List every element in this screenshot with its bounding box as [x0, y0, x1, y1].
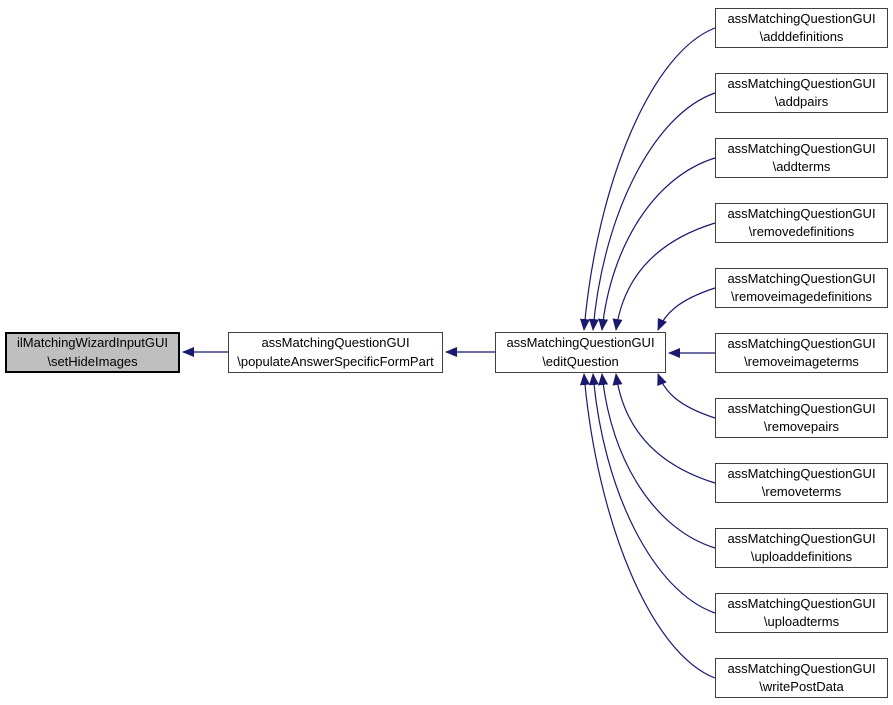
node-method-label: \removeterms	[761, 484, 842, 499]
edge-removeterms	[612, 373, 716, 484]
edge-writepostdata	[579, 373, 716, 679]
node-method-label: \writePostData	[759, 679, 844, 694]
node-class-label: assMatchingQuestionGUI	[261, 335, 410, 351]
node-uploaddefinitions[interactable]: assMatchingQuestionGUI \uploaddefinition…	[715, 528, 888, 568]
node-method-label: \uploadterms	[763, 614, 840, 629]
node-adddefinitions[interactable]: assMatchingQuestionGUI \adddefinitions	[715, 8, 888, 48]
node-class-label: assMatchingQuestionGUI	[727, 270, 876, 286]
edge-removepairs	[657, 373, 716, 419]
node-class-label: assMatchingQuestionGUI	[727, 660, 876, 676]
node-removeimagedefinitions[interactable]: assMatchingQuestionGUI \removeimagedefin…	[715, 268, 888, 308]
node-uploadterms[interactable]: assMatchingQuestionGUI \uploadterms	[715, 593, 888, 633]
node-populateanswerspecificformpart[interactable]: assMatchingQuestionGUI \populateAnswerSp…	[228, 332, 443, 373]
node-method-label: \setHideImages	[47, 353, 138, 369]
node-class-label: assMatchingQuestionGUI	[727, 10, 876, 26]
node-editquestion[interactable]: assMatchingQuestionGUI \editQuestion	[495, 332, 666, 373]
edge-removeimagedefinitions	[657, 287, 716, 331]
edge-uploaddefinitions	[598, 373, 716, 549]
node-method-label: \addterms	[772, 159, 831, 174]
node-method-label: \populateAnswerSpecificFormPart	[237, 353, 434, 369]
node-addterms[interactable]: assMatchingQuestionGUI \addterms	[715, 138, 888, 178]
node-removeterms[interactable]: assMatchingQuestionGUI \removeterms	[715, 463, 888, 503]
node-sethideimages: ilMatchingWizardInputGUI \setHideImages	[5, 332, 180, 373]
node-addpairs[interactable]: assMatchingQuestionGUI \addpairs	[715, 73, 888, 113]
node-method-label: \editQuestion	[542, 353, 619, 369]
node-class-label: assMatchingQuestionGUI	[727, 530, 876, 546]
node-removedefinitions[interactable]: assMatchingQuestionGUI \removedefinition…	[715, 203, 888, 243]
node-class-label: assMatchingQuestionGUI	[506, 335, 655, 351]
node-writepostdata[interactable]: assMatchingQuestionGUI \writePostData	[715, 658, 888, 698]
node-removepairs[interactable]: assMatchingQuestionGUI \removepairs	[715, 398, 888, 438]
edge-adddefinitions	[579, 27, 716, 331]
node-class-label: assMatchingQuestionGUI	[727, 140, 876, 156]
node-method-label: \removeimagedefinitions	[731, 289, 872, 304]
node-class-label: ilMatchingWizardInputGUI	[17, 335, 168, 351]
edge-addterms	[598, 157, 716, 331]
edge-uploadterms	[588, 373, 716, 614]
node-method-label: \uploaddefinitions	[750, 549, 853, 564]
node-method-label: \removepairs	[763, 419, 840, 434]
node-class-label: assMatchingQuestionGUI	[727, 400, 876, 416]
node-class-label: assMatchingQuestionGUI	[727, 335, 876, 351]
node-class-label: assMatchingQuestionGUI	[727, 465, 876, 481]
node-method-label: \removeimageterms	[744, 354, 859, 369]
node-removeimageterms[interactable]: assMatchingQuestionGUI \removeimageterms	[715, 333, 888, 373]
edge-addpairs	[588, 92, 716, 331]
node-method-label: \addpairs	[774, 94, 829, 109]
node-method-label: \adddefinitions	[759, 29, 844, 44]
node-method-label: \removedefinitions	[748, 224, 855, 239]
node-class-label: assMatchingQuestionGUI	[727, 75, 876, 91]
node-class-label: assMatchingQuestionGUI	[727, 205, 876, 221]
node-class-label: assMatchingQuestionGUI	[727, 595, 876, 611]
edge-removedefinitions	[612, 222, 716, 331]
